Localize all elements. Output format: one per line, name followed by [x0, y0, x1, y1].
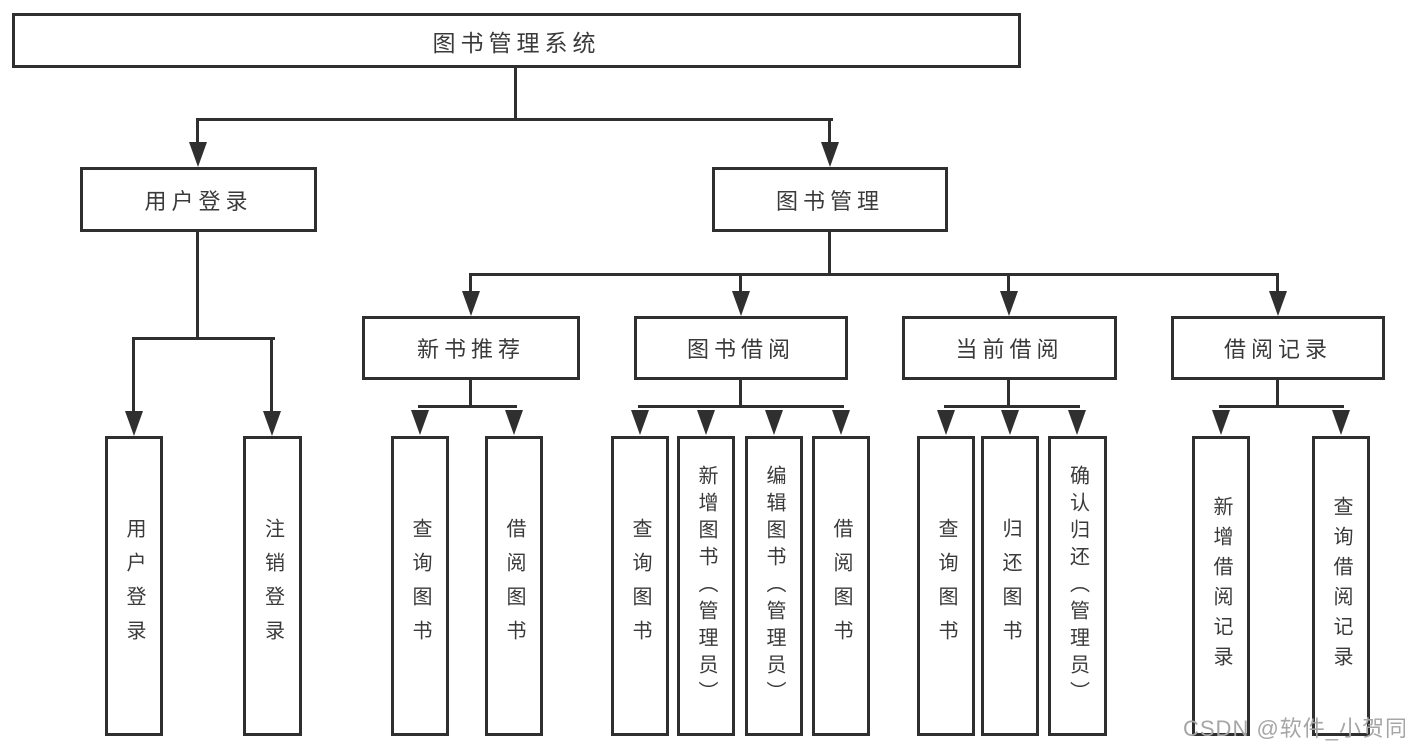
arrowhead [1332, 410, 1350, 435]
connector-level2-hline [469, 273, 1279, 276]
arrowhead [765, 410, 783, 435]
arrowhead [263, 411, 281, 436]
connector-borrow-records-hline [1219, 405, 1344, 408]
connector-stem-book-borrow [739, 273, 742, 295]
arrowhead [1212, 410, 1230, 435]
leaf-query-books-recommend: 查询图书 [391, 436, 449, 736]
leaf-return-books: 归还图书 [981, 436, 1039, 736]
node-book-borrowing: 图书借阅 [634, 316, 848, 380]
connector-level1-hline [196, 118, 833, 121]
leaf-logout: 注销登录 [243, 436, 302, 736]
csdn-watermark: CSDN @软件_小贺同学 [1183, 716, 1405, 741]
arrowhead [821, 142, 839, 167]
connector-stem-current-borrow [1007, 273, 1010, 295]
arrowhead [1068, 410, 1086, 435]
node-book-management: 图书管理 [712, 167, 948, 232]
connector-user-login-hline [132, 337, 275, 340]
connector-current-borrow-hline [944, 405, 1080, 408]
node-current-borrowing: 当前借阅 [902, 316, 1117, 380]
arrowhead [411, 410, 429, 435]
connector-stem-new-book [469, 273, 472, 295]
arrowhead [1269, 291, 1287, 316]
arrowhead [1000, 291, 1018, 316]
leaf-query-borrow-record: 查询借阅记录 [1312, 436, 1370, 736]
leaf-add-borrow-record: 新增借阅记录 [1192, 436, 1250, 736]
connector-new-book-stub [469, 380, 472, 408]
connector-user-login-stub [196, 232, 199, 340]
leaf-confirm-return-admin: 确认归还（管理员） [1048, 436, 1107, 736]
connector-borrow-records-stub [1276, 380, 1279, 408]
arrowhead [832, 410, 850, 435]
leaf-add-books-admin: 新增图书（管理员） [677, 436, 735, 736]
leaf-query-books-borrowing: 查询图书 [611, 436, 669, 736]
arrowhead [189, 142, 207, 167]
arrowhead [505, 410, 523, 435]
connector-stem-borrow-records [1276, 273, 1279, 295]
leaf-borrow-books-recommend: 借阅图书 [485, 436, 543, 736]
connector-book-borrow-stub [739, 380, 742, 408]
node-library-management-system: 图书管理系统 [12, 13, 1021, 68]
arrowhead [697, 410, 715, 435]
connector-root-stub [514, 68, 517, 121]
arrowhead [1001, 410, 1019, 435]
leaf-user-login: 用户登录 [105, 436, 163, 736]
leaf-query-books-current: 查询图书 [917, 436, 975, 736]
connector-stem-leaf-user-login [132, 337, 135, 412]
node-new-book-recommendation: 新书推荐 [362, 316, 580, 380]
arrowhead [462, 291, 480, 316]
node-borrowing-records: 借阅记录 [1171, 316, 1385, 380]
connector-new-book-hline [418, 405, 517, 408]
arrowhead [937, 410, 955, 435]
connector-stem-book-management [828, 118, 831, 146]
connector-book-management-stub [828, 232, 831, 276]
connector-current-borrow-stub [1007, 380, 1010, 408]
arrowhead [631, 410, 649, 435]
connector-stem-leaf-logout [270, 337, 273, 412]
arrowhead [732, 291, 750, 316]
leaf-borrow-books-borrowing: 借阅图书 [812, 436, 870, 736]
node-user-login: 用户登录 [80, 167, 317, 232]
leaf-edit-books-admin: 编辑图书（管理员） [745, 436, 803, 736]
arrowhead [125, 411, 143, 436]
connector-book-borrow-hline [638, 405, 844, 408]
connector-stem-user-login [196, 118, 199, 146]
